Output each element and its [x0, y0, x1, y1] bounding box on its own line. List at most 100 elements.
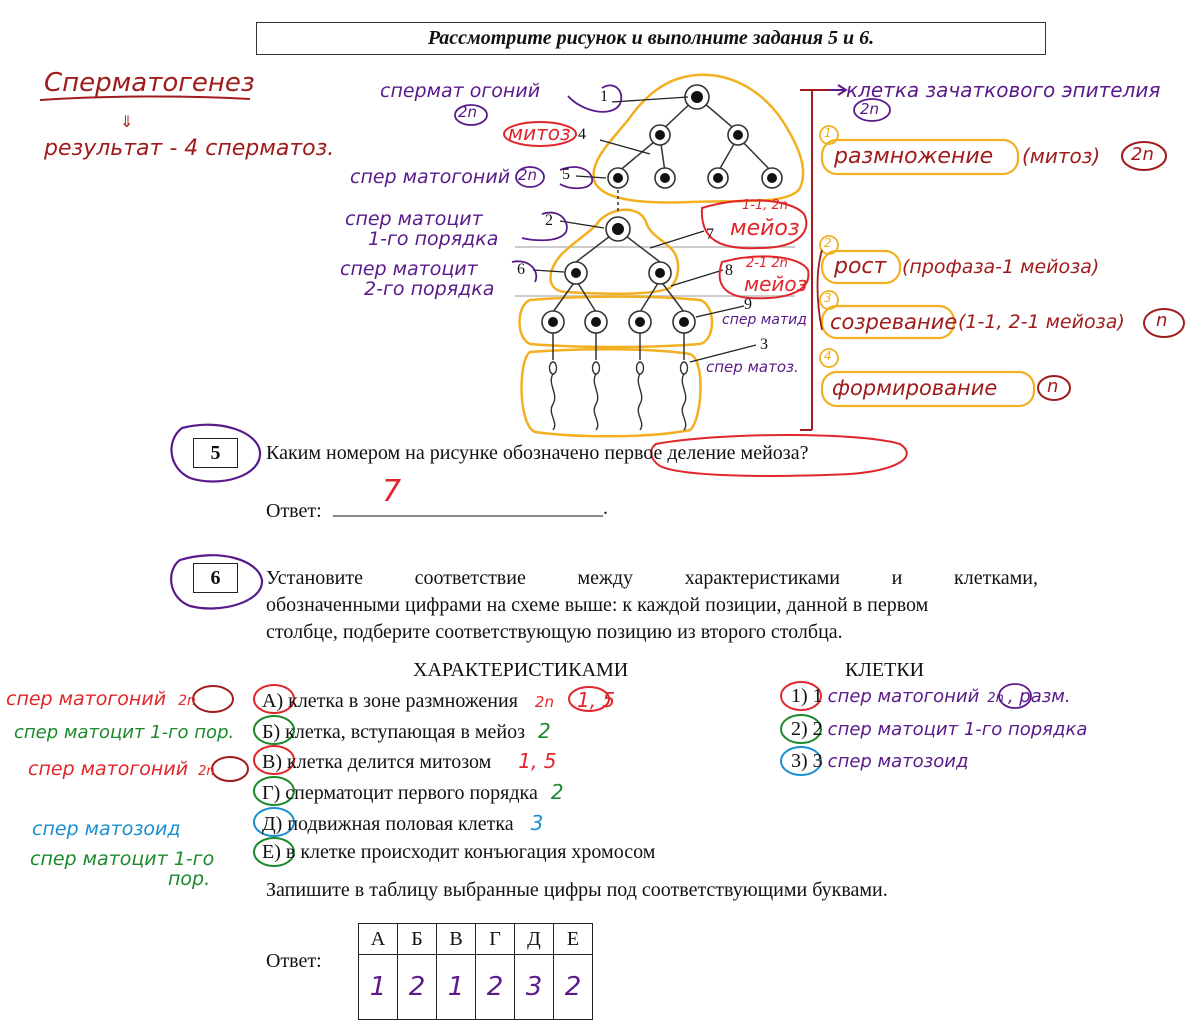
- header-title: Рассмотрите рисунок и выполните задания …: [256, 22, 1046, 55]
- item-note: 2n: [534, 693, 554, 711]
- answer-value-cell[interactable]: 3: [514, 954, 554, 1020]
- answer-value-cell[interactable]: 1: [358, 954, 398, 1020]
- cell-spermatocyte-2: [648, 261, 672, 285]
- item-handwritten: 1, 5: [576, 688, 616, 712]
- task5-answer-line[interactable]: ___________________________.: [333, 497, 608, 519]
- answer-value-cell[interactable]: 2: [475, 954, 515, 1020]
- cell-spermatocyte-1: [605, 216, 631, 242]
- col2-header: КЛЕТКИ: [845, 659, 925, 681]
- zone-4-outline: [520, 347, 702, 438]
- figure-label-5: 5: [562, 166, 570, 183]
- cell-spermatogonium: [607, 167, 629, 189]
- cell-option-label: 2: [812, 718, 823, 740]
- figure-label-3: 3: [760, 336, 768, 353]
- note-spermatid: спер матид: [722, 312, 807, 328]
- item-handwritten: 1, 5: [518, 749, 557, 773]
- answer-table: А Б В Г Д Е 1 2 1 2 3 2: [358, 923, 593, 1020]
- figure-label-9: 9: [744, 296, 752, 313]
- note-mitoz: митоз: [508, 121, 571, 145]
- task6-instruction: Запишите в таблицу выбранные цифры под с…: [266, 879, 888, 901]
- task5-handwritten-answer: 7: [382, 474, 402, 509]
- cell-option-hw-tail: , разм.: [1007, 686, 1071, 707]
- cell-spermatogonium: [727, 124, 749, 146]
- item-text: клетка делится митозом: [287, 751, 492, 773]
- zone-number-2: 2: [824, 236, 832, 250]
- meiosis1-circle: [700, 199, 808, 250]
- zone-number-4: 4: [824, 349, 832, 363]
- note-ploidy-1: 2n: [458, 103, 478, 121]
- side-note-e2: пор.: [168, 868, 211, 890]
- zone-1-ploidy: 2n: [1131, 144, 1154, 165]
- zone4-frame: [820, 370, 1036, 408]
- task6-number: 6: [193, 563, 238, 593]
- figure-label-8: 8: [725, 262, 733, 279]
- item-v: В) клетка делится митозом 1, 5: [262, 749, 556, 774]
- zone-number-3: 3: [824, 291, 832, 305]
- task5-answer-label: Ответ:: [266, 500, 322, 522]
- answer-header-cell: Б: [397, 923, 437, 955]
- side-note-d: спер матозоид: [32, 818, 181, 840]
- zone-3-label: созревание: [830, 310, 958, 334]
- cell-spermatid: [672, 310, 696, 334]
- note-meiosis1-a: 1-1, 2n: [742, 198, 789, 213]
- note-meiosis2-b: мейоз: [744, 272, 808, 296]
- task5-question: Каким номером на рисунке обозначено перв…: [266, 442, 809, 464]
- side-note-v: спер матогоний 2n: [28, 758, 215, 780]
- answer-header-cell: Е: [553, 923, 593, 955]
- answer-value-cell[interactable]: 2: [397, 954, 437, 1020]
- col1-header: ХАРАКТЕРИСТИКАМИ: [413, 659, 629, 681]
- answer-value-cell[interactable]: 2: [553, 954, 593, 1020]
- task6-text-line2: обозначенными цифрами на схеме выше: к к…: [266, 594, 929, 616]
- answer-header-cell: В: [436, 923, 476, 955]
- cell-option-label: 1: [812, 685, 823, 707]
- sperm-cell: [591, 361, 601, 431]
- cell-spermatogonium: [649, 124, 671, 146]
- item-letter: Е): [262, 841, 281, 863]
- meiosis-answer-circle: [650, 434, 908, 477]
- item-b: Б) клетка, вступающая в мейоз 2: [262, 719, 551, 744]
- sperm-cells: [548, 361, 689, 431]
- cell-option-label: 3: [812, 750, 823, 772]
- item-letter: А): [262, 690, 284, 712]
- figure-label-7: 7: [706, 226, 714, 243]
- zone-1-outline: [592, 73, 805, 204]
- note-meiosis2-a: 2-1 2n: [746, 256, 788, 271]
- zone1-frame: [820, 138, 1020, 176]
- figure-label-2: 2: [545, 212, 553, 229]
- side-note-a: спер матогоний 2n: [6, 688, 196, 710]
- meiosis2-circle: [718, 255, 810, 300]
- item-handwritten: 3: [530, 811, 544, 835]
- task6-circle: [170, 554, 264, 610]
- zone-4-ploidy: n: [1047, 376, 1059, 397]
- zone-2-note: (профаза-1 мейоза): [902, 256, 1100, 278]
- cell-spermatogonium: [654, 167, 676, 189]
- zone-bracket: [800, 89, 820, 431]
- side-note-b: спер матоцит 1-го пор.: [14, 722, 235, 743]
- cell-option-num: 2): [791, 718, 808, 740]
- answer-value-cell[interactable]: 1: [436, 954, 476, 1020]
- cell-spermatid: [584, 310, 608, 334]
- item-text: сперматоцит первого порядка: [285, 782, 538, 804]
- item-e: Е) в клетке происходит конъюгация хромос…: [262, 841, 655, 864]
- item-d: Д) подвижная половая клетка 3: [262, 811, 543, 836]
- note-spermatocyte-2b: 2-го порядка: [364, 278, 495, 300]
- zone-1-label: размножение: [834, 144, 994, 169]
- note-spermatocyte-1a: спер матоцит: [345, 208, 483, 230]
- item-text: подвижная половая клетка: [287, 813, 514, 835]
- item-letter: В): [262, 751, 282, 773]
- cell-spermatid: [628, 310, 652, 334]
- cell-spermatocyte-2: [564, 261, 588, 285]
- cell-option-hw: спер матозоид: [827, 751, 969, 772]
- item-text: клетка в зоне размножения: [288, 690, 518, 712]
- zone-1-note: (митоз): [1022, 144, 1101, 168]
- answer-header-cell: Д: [514, 923, 554, 955]
- note-spermatogonium-5: спер матогоний: [350, 166, 511, 188]
- item-text: в клетке происходит конъюгация хромосом: [285, 841, 656, 863]
- note-ploidy-5: 2n: [518, 166, 538, 184]
- note-spermatogonium-1: спермат огоний: [380, 80, 541, 102]
- zone3-frame: [820, 304, 956, 340]
- note-result: результат - 4 сперматоз.: [44, 136, 335, 161]
- zone-3-note: (1-1, 2-1 мейоза): [958, 311, 1125, 333]
